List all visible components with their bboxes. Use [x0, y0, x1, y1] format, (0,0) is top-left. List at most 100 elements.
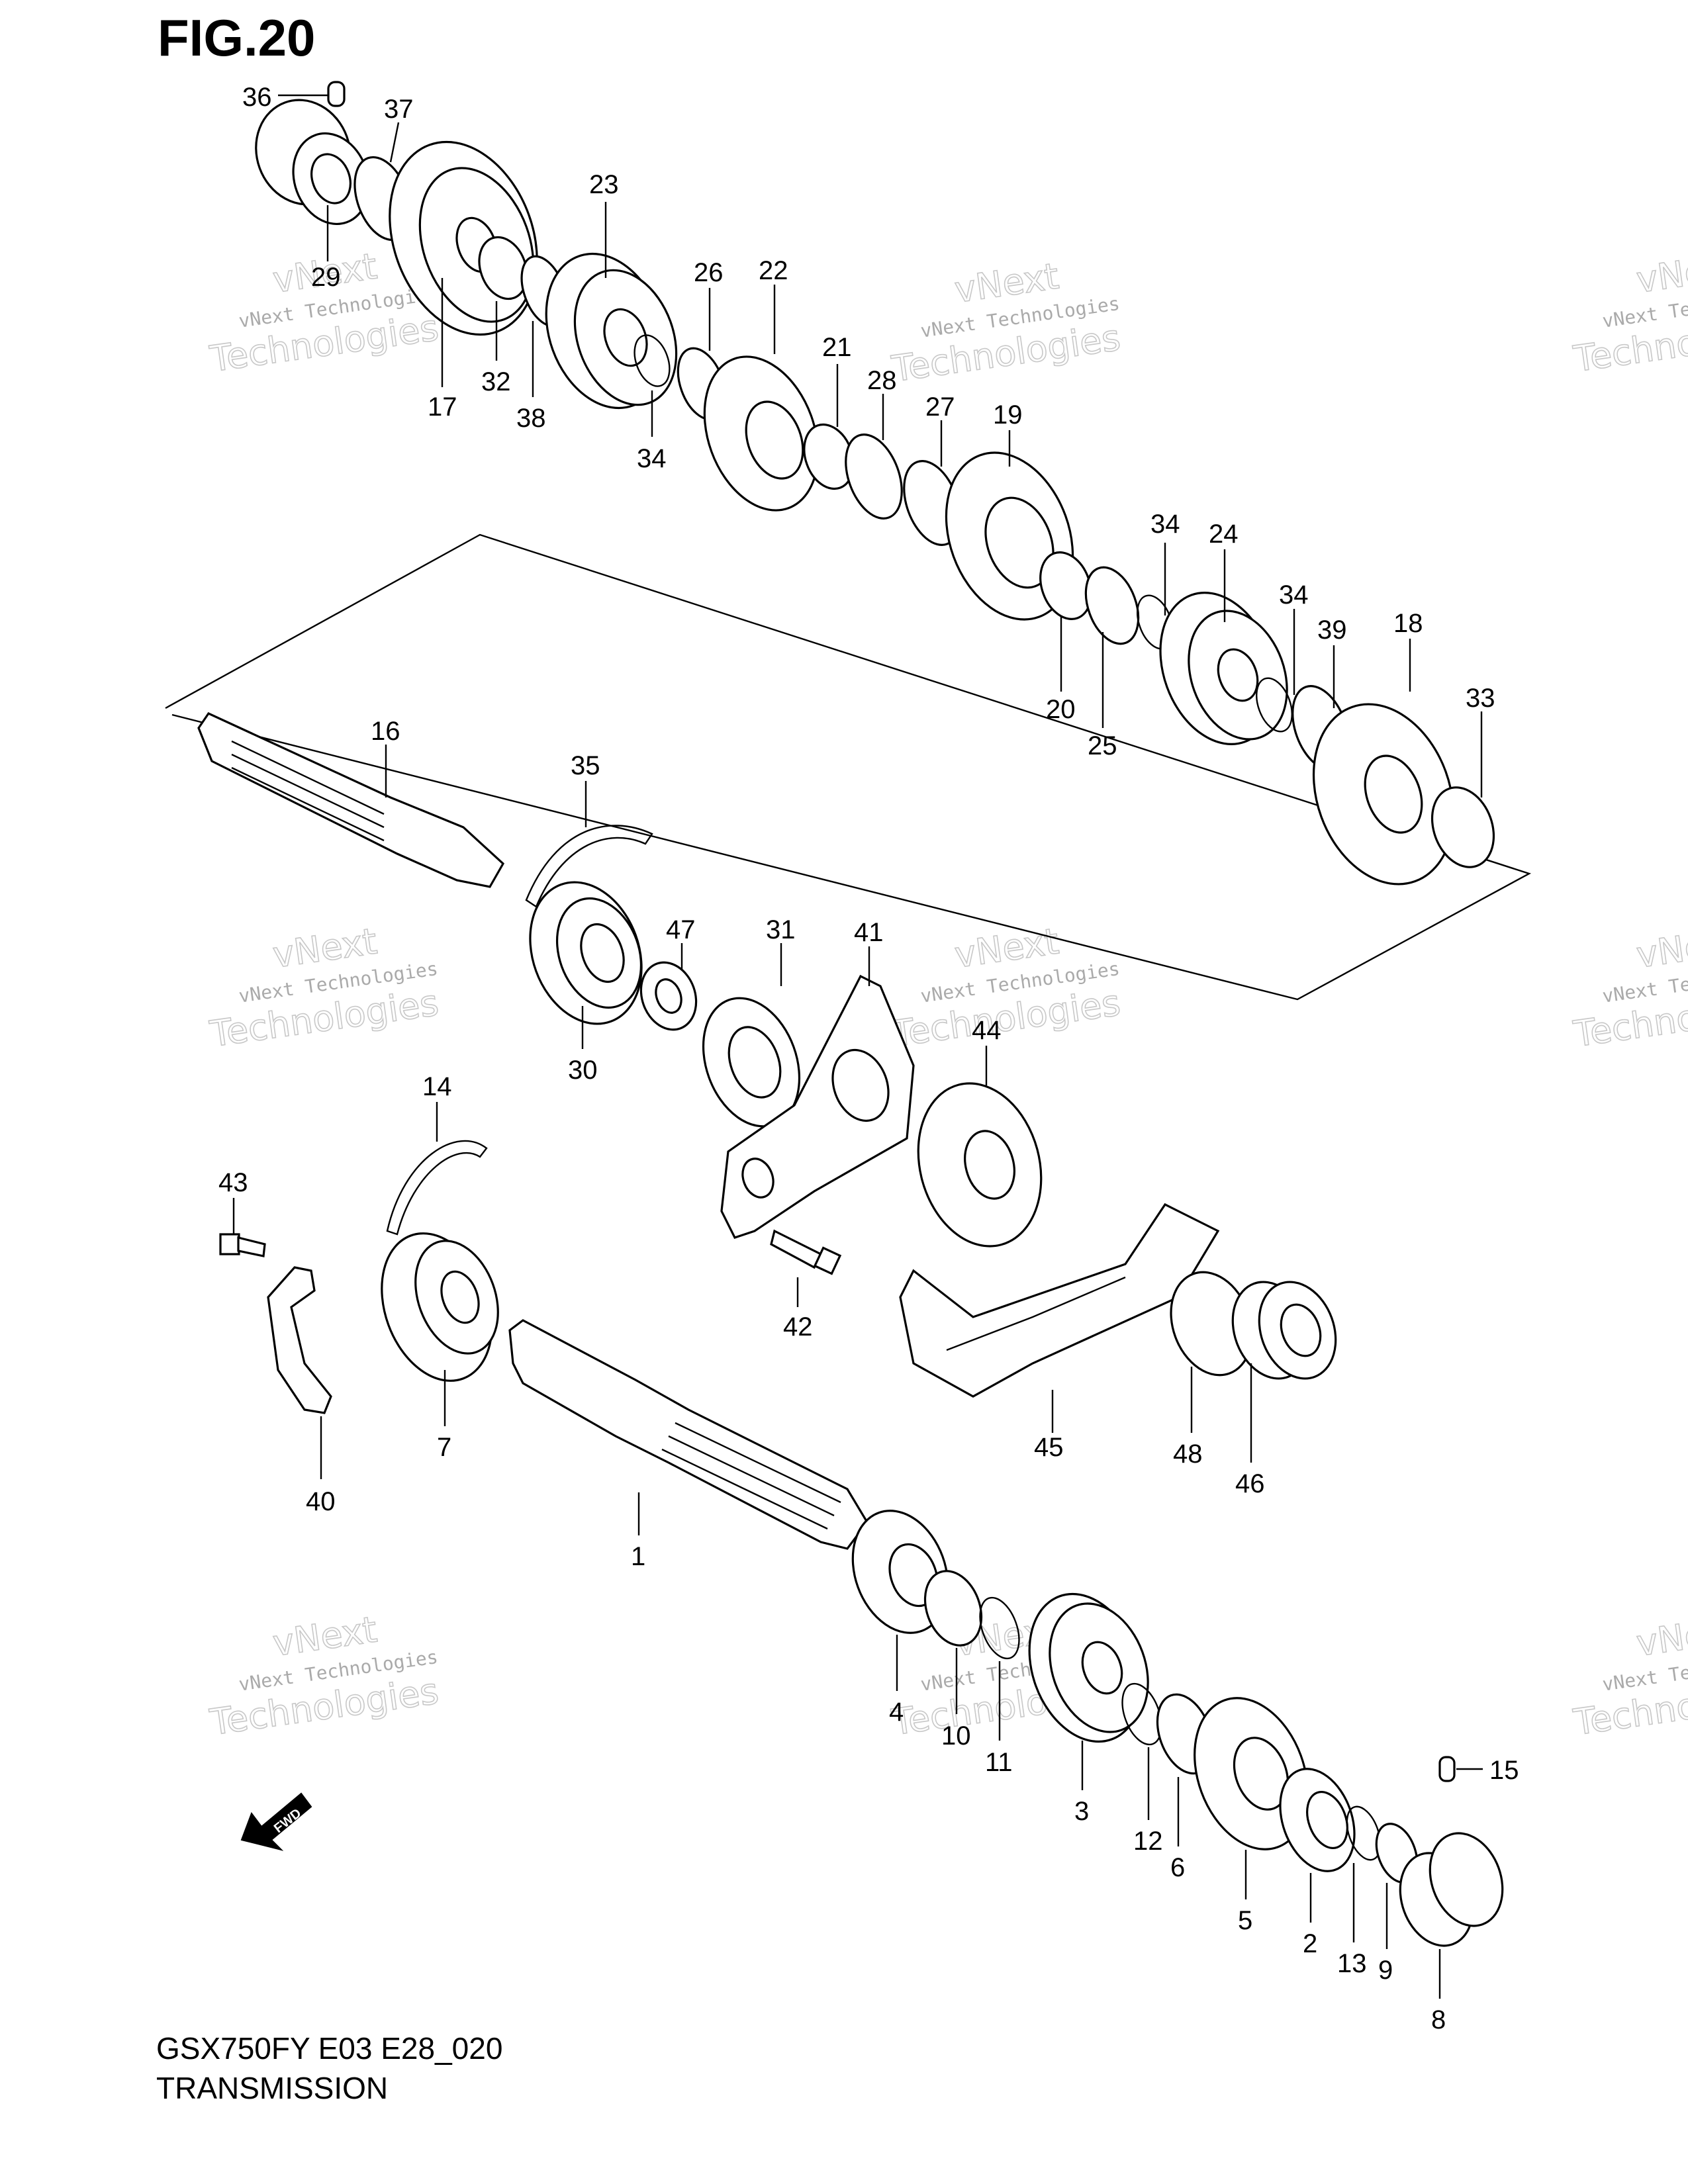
callout-21: 21 [822, 333, 852, 362]
callout-25: 25 [1088, 731, 1117, 760]
collar-part-29 [255, 99, 370, 226]
callout-37: 37 [384, 95, 414, 124]
callout-leaders [232, 94, 1483, 1999]
bushing-part-33 [1430, 786, 1495, 868]
washer-part-28 [845, 433, 903, 520]
callout-10: 10 [941, 1721, 971, 1751]
callout-23: 23 [589, 170, 619, 199]
callout-17: 17 [428, 392, 457, 422]
callout-12: 12 [1133, 1827, 1163, 1856]
callout-35: 35 [571, 751, 600, 780]
oil-seal-part-31 [702, 997, 801, 1128]
mainshaft-part-1 [508, 1319, 868, 1550]
plate-part-41 [720, 974, 915, 1239]
gear-part-23 [545, 252, 678, 410]
bushing-part-32 [478, 236, 528, 300]
gear-part-3 [1028, 1592, 1149, 1743]
callout-13: 13 [1337, 1949, 1367, 1978]
callout-28: 28 [867, 366, 897, 395]
callout-9: 9 [1378, 1956, 1393, 1985]
bushing-part-10 [923, 1570, 983, 1647]
cap-part-8 [1399, 1832, 1504, 1947]
drive-chain-part-45 [899, 1203, 1220, 1398]
gear-part-22 [703, 355, 820, 512]
callout-2: 2 [1303, 1929, 1317, 1958]
callout-39: 39 [1317, 615, 1347, 645]
callout-40: 40 [306, 1487, 336, 1516]
callout-22: 22 [759, 256, 788, 285]
model-code: GSX750FY E03 E28_020 [156, 2031, 503, 2066]
callout-labels: 36 37 29 17 32 38 23 34 26 22 21 28 27 1… [218, 83, 1519, 2034]
circlip-part-34c [1256, 677, 1293, 733]
callout-34-c: 34 [1279, 580, 1309, 610]
callout-33: 33 [1466, 684, 1495, 713]
bearing-part-7 [381, 1232, 499, 1382]
callout-11: 11 [985, 1748, 1013, 1777]
callout-34-a: 34 [637, 444, 667, 473]
fwd-arrow-icon: FWD [240, 1792, 312, 1851]
mainshaft-parts [851, 1510, 1504, 1947]
callout-32: 32 [481, 367, 511, 396]
watermark-brand: vNext [1634, 1608, 1688, 1664]
callout-27: 27 [925, 392, 955, 422]
bolt-part-42 [770, 1229, 842, 1275]
pin-part-15 [1438, 1756, 1456, 1782]
spacer-part-47 [639, 961, 698, 1031]
pin-part-36 [327, 81, 346, 107]
circlip-part-13 [1346, 1805, 1382, 1861]
countershaft-parts [255, 81, 1495, 886]
callout-47: 47 [666, 915, 696, 944]
callout-31: 31 [766, 915, 796, 944]
callout-6: 6 [1170, 1853, 1185, 1882]
callout-16: 16 [371, 717, 400, 746]
circlip-part-12 [1121, 1682, 1162, 1746]
callout-24: 24 [1209, 520, 1239, 549]
circlip-part-34a [633, 334, 671, 387]
callout-5: 5 [1238, 1906, 1252, 1935]
sprocket-part-44 [917, 1082, 1043, 1248]
figure-title: FIG.20 [158, 9, 316, 67]
callout-36: 36 [242, 83, 272, 112]
callout-7: 7 [437, 1433, 451, 1462]
bearing-part-30 [529, 881, 643, 1025]
callout-45: 45 [1034, 1433, 1064, 1462]
callout-4: 4 [889, 1698, 904, 1727]
shaft-group-outline [165, 533, 1532, 1001]
callout-48: 48 [1173, 1439, 1203, 1469]
gear-part-24 [1159, 592, 1288, 745]
gear-part-18 [1312, 703, 1455, 886]
callout-41: 41 [854, 918, 884, 947]
countershaft-part-16 [197, 711, 505, 888]
nut-part-46 [1231, 1281, 1337, 1380]
watermark-brand: vNext [1634, 920, 1688, 976]
callout-42: 42 [783, 1312, 813, 1342]
callout-34-b: 34 [1150, 510, 1180, 539]
callout-15: 15 [1489, 1756, 1519, 1785]
callout-46: 46 [1235, 1469, 1265, 1498]
callout-44: 44 [972, 1016, 1002, 1045]
callout-1: 1 [631, 1542, 645, 1571]
callout-38: 38 [516, 404, 546, 433]
callout-8: 8 [1431, 2005, 1446, 2034]
callout-29: 29 [311, 263, 341, 292]
callout-3: 3 [1074, 1797, 1089, 1826]
callout-20: 20 [1046, 695, 1076, 724]
bolt-part-43 [219, 1233, 266, 1257]
section-title: TRANSMISSION [156, 2071, 389, 2105]
callout-14: 14 [422, 1072, 452, 1101]
circlip-part-35 [525, 825, 653, 908]
callout-30: 30 [568, 1056, 598, 1085]
washer-part-25 [1084, 566, 1140, 645]
callout-26: 26 [694, 258, 724, 287]
gear-part-2 [1279, 1768, 1356, 1872]
callout-19: 19 [993, 400, 1023, 430]
